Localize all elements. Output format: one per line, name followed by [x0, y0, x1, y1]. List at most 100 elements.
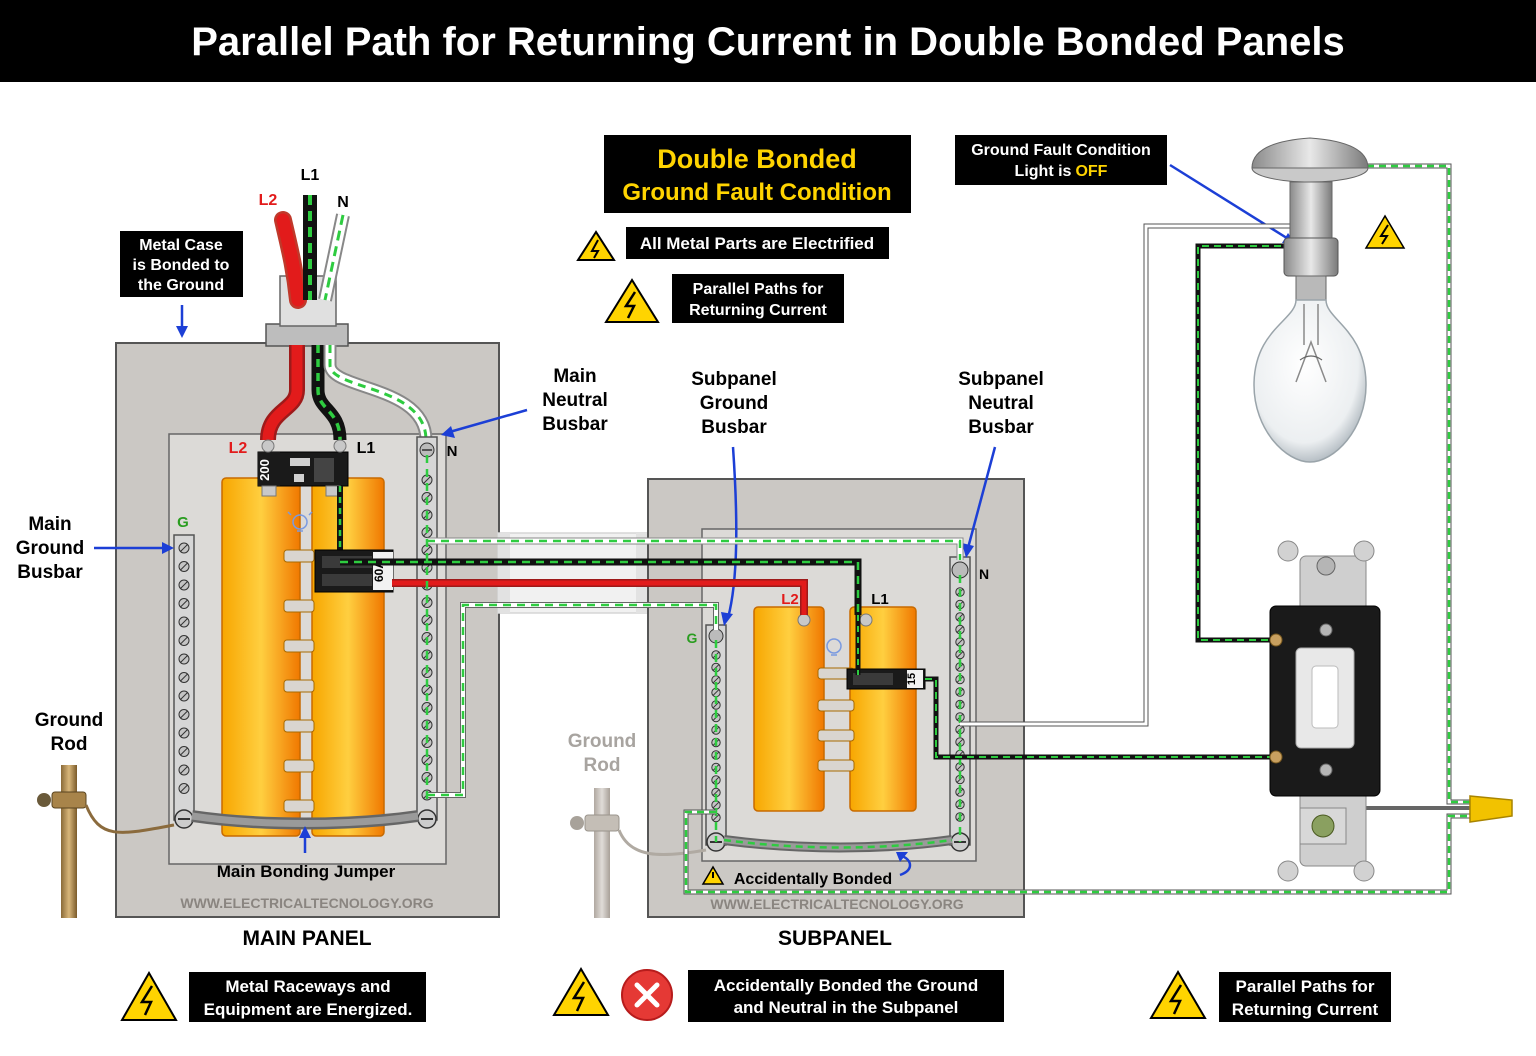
lightbulb-icon: [1253, 299, 1367, 463]
screw-slot: [956, 651, 964, 658]
screw-slot: [423, 476, 431, 484]
warning-electrified: All Metal Parts are Electrified: [640, 234, 874, 253]
main-neutral-label-line1: Main: [553, 366, 596, 387]
warning-triangle-icon: [1149, 970, 1207, 1019]
metal-case-line1: Metal Case: [139, 237, 223, 254]
busbar-stab-fingers: [817, 667, 855, 772]
sub-neutral-label-line1: Subpanel: [958, 369, 1044, 390]
bonding-jumper-label: Main Bonding Jumper: [217, 862, 396, 881]
ground-rod-clamp: [584, 814, 620, 832]
raceway-conduit: [497, 532, 649, 614]
terminal-screw-icon: [859, 613, 873, 627]
screw-slot: [712, 814, 720, 821]
main-ground-label-line2: Ground: [16, 538, 85, 559]
screw-slot: [423, 616, 431, 624]
main-breaker-rating: 200: [257, 459, 272, 481]
main-neutral-label-line3: Busbar: [542, 414, 608, 435]
arrow-head-icon: [299, 826, 311, 838]
metal-case-line3: the Ground: [138, 277, 224, 294]
lightbulb-icon: [826, 638, 842, 656]
screw-slot: [180, 636, 188, 645]
light-status-line1: Ground Fault Condition: [971, 142, 1151, 159]
main-neutral-arrow: [445, 408, 528, 435]
sub-ground-rod-label-line2: Rod: [584, 755, 621, 776]
screw-slot: [956, 776, 964, 783]
accidental-bond-label: Accidentally Bonded: [734, 871, 892, 888]
sub-watermark: WWW.ELECTRICALTECNOLOGY.ORG: [710, 896, 963, 912]
warning-parallel-line1: Parallel Paths for: [693, 281, 824, 298]
warning-triangle-icon: [576, 230, 616, 261]
light-status-box: [955, 135, 1167, 185]
footer-note-parallel: [1219, 972, 1391, 1022]
label-l1-sub: L1: [871, 591, 889, 608]
accidental-bond-arrow: [899, 854, 912, 877]
metal-case-line2: is Bonded to: [133, 257, 230, 274]
footer-note1-line1: Metal Raceways and: [225, 977, 390, 996]
clamp-screw-icon: [570, 816, 584, 830]
subpanel-caption: SUBPANEL: [778, 927, 892, 950]
terminal-screw-icon: [797, 613, 811, 627]
main-watermark: WWW.ELECTRICALTECNOLOGY.ORG: [180, 895, 433, 911]
screw-slot: [712, 789, 720, 796]
footer-note-accidental: [688, 970, 1004, 1022]
sub-ground-rod: [594, 788, 610, 918]
screw-slot: [180, 655, 188, 663]
main-busbar-right: [311, 477, 385, 837]
lightbulb-icon: [287, 511, 313, 532]
warning-triangle-icon: [120, 970, 178, 1021]
sub-ground-label-line3: Busbar: [701, 417, 767, 438]
footer-note3-line1: Parallel Paths for: [1236, 977, 1375, 996]
light-status-prefix: Light is: [1015, 163, 1072, 180]
arrow-head-icon: [176, 326, 188, 338]
screw-slot: [180, 581, 188, 589]
screw-slot: [180, 729, 188, 737]
label-n-service: N: [337, 194, 349, 211]
label-l2-main: L2: [229, 440, 248, 457]
clamp-screw-icon: [37, 793, 51, 807]
warning-box-parallel: [672, 274, 844, 323]
condition-box: [604, 135, 911, 213]
sub-ground-label-line2: Ground: [700, 393, 769, 414]
warning-box-electrified: [626, 227, 889, 259]
label-l2-sub: L2: [781, 591, 799, 608]
sub-neutral-arrow: [966, 446, 997, 549]
main-ground-rod: [61, 765, 77, 918]
wire-nut: [1469, 795, 1513, 823]
screw-slot: [180, 710, 188, 719]
screw-slot: [423, 686, 431, 694]
label-n-sub: N: [979, 566, 989, 582]
arrow-head-icon: [162, 542, 174, 554]
warning-triangle-icon: [552, 967, 610, 1016]
sub-ground-rod-label-line1: Ground: [568, 731, 637, 752]
main-ground-label-line3: Busbar: [17, 562, 83, 583]
label-l2-service: L2: [259, 192, 278, 209]
screw-slot: [180, 766, 188, 774]
main-panel-caption: MAIN PANEL: [242, 927, 371, 950]
warning-triangle-icon: [1364, 214, 1406, 249]
main-neutral-label-line2: Neutral: [542, 390, 607, 411]
screw-slot: [180, 673, 188, 682]
footer-note2-line1: Accidentally Bonded the Ground: [714, 976, 978, 995]
screw-slot: [712, 801, 720, 809]
screw-slot: [423, 546, 431, 554]
label-n-main: N: [447, 443, 458, 460]
screw-slot: [956, 638, 964, 646]
error-x-icon: [621, 969, 673, 1021]
title-bar: [0, 0, 1536, 82]
arrow-head-icon: [721, 612, 733, 626]
footer-note3-line2: Returning Current: [1232, 1000, 1379, 1019]
busbar-stab-fingers: [283, 549, 315, 813]
warning-triangle-icon: [604, 278, 660, 323]
ground-rod-label-line1: Ground: [35, 710, 104, 731]
screw-slot: [712, 689, 720, 696]
label-l1-main: L1: [357, 440, 376, 457]
branch-breaker-rating: 15: [906, 673, 918, 685]
arrow-head-icon: [896, 852, 908, 862]
light-fixture: [1251, 137, 1369, 301]
screw-slot: [423, 756, 431, 764]
screw-slot: [712, 676, 720, 684]
warning-parallel-line2: Returning Current: [689, 302, 827, 319]
sub-neutral-label-line2: Neutral: [968, 393, 1033, 414]
